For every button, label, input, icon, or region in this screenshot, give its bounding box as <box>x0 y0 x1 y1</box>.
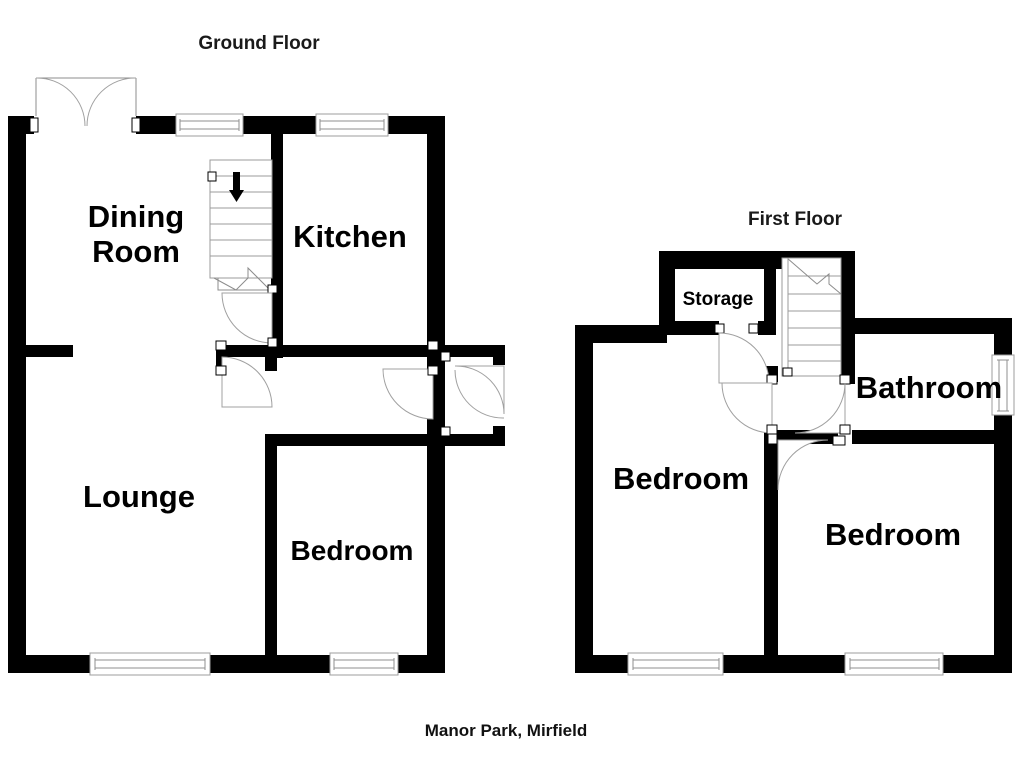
window-lounge-bottom <box>89 652 211 676</box>
room-label-first-bedroom-right: Bedroom <box>825 517 961 552</box>
window-kitchen-top <box>315 113 389 137</box>
room-label-first-bedroom-left: Bedroom <box>613 461 749 496</box>
window-bedroom-bottom <box>329 652 399 676</box>
first-floor-windows <box>627 354 1015 676</box>
door-hall-bedroom <box>382 340 439 420</box>
first-floor-doors <box>714 323 851 491</box>
french-doors-dining <box>29 77 141 133</box>
window-first-bedroom-right-bottom <box>844 652 944 676</box>
plan-caption: Manor Park, Mirfield <box>425 721 587 740</box>
ground-floor-title: Ground Floor <box>198 33 320 54</box>
door-porch-inner <box>440 426 451 437</box>
staircase-ground <box>207 159 273 293</box>
ground-floor-plan: Dining Room Kitchen Lounge Bedroom <box>8 77 505 676</box>
window-dining-top <box>175 113 244 137</box>
room-label-lounge: Lounge <box>83 479 195 514</box>
door-landing-left-bedroom <box>721 374 778 435</box>
door-bathroom <box>794 374 851 435</box>
window-first-bedroom-left-bottom <box>627 652 724 676</box>
window-bathroom-right <box>991 354 1015 416</box>
room-label-ground-bedroom: Bedroom <box>291 535 414 566</box>
staircase-first <box>781 257 842 377</box>
ground-floor-doors <box>215 284 505 437</box>
room-label-dining-line1: Dining <box>88 199 184 234</box>
door-hall-lounge <box>215 340 273 408</box>
first-floor-labels: Storage Bathroom Bedroom Bedroom <box>613 289 1002 552</box>
door-dining-hall <box>221 284 278 348</box>
ground-floor-labels: Dining Room Kitchen Lounge Bedroom <box>83 199 413 566</box>
first-floor-title: First Floor <box>748 209 843 230</box>
room-label-bathroom: Bathroom <box>856 370 1002 405</box>
room-label-kitchen: Kitchen <box>293 219 407 254</box>
first-floor-plan: Storage Bathroom Bedroom Bedroom <box>575 251 1015 676</box>
door-right-bedroom <box>767 433 846 491</box>
room-label-storage: Storage <box>683 289 754 310</box>
ground-floor-windows <box>89 113 399 676</box>
door-porch-outer <box>440 351 505 419</box>
stair-direction-arrow-down <box>229 172 244 202</box>
room-label-dining-line2: Room <box>92 234 180 269</box>
